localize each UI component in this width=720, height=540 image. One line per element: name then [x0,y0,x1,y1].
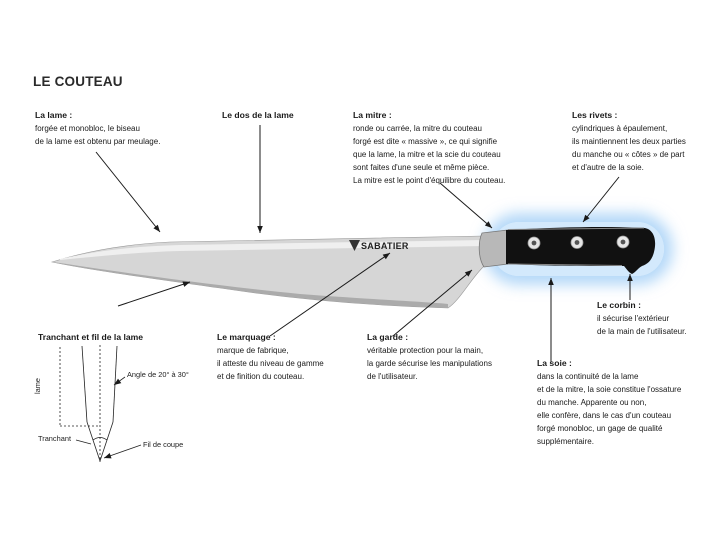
label-line: il sécurise l'extérieur [597,312,687,325]
label-heading: La lame : [35,109,160,122]
mini-fil-label: Fil de coupe [143,440,183,449]
label-heading: Le dos de la lame [222,109,294,122]
label-tranchant-et-fil: Tranchant et fil de la lame [38,331,143,344]
mini-tranchant-label: Tranchant [38,434,71,443]
label-line: cylindriques à épaulement, [572,122,686,135]
label-line: que la lame, la mitre et la scie du cout… [353,148,505,161]
label-la-soie: La soie : dans la continuité de la lame … [537,357,681,448]
bevel-left [87,422,100,461]
label-heading: La soie : [537,357,681,370]
arrow-rivets-head [583,215,590,222]
handle [506,227,655,274]
arrow-dos-head [257,226,263,233]
label-la-mitre: La mitre : ronde ou carrée, la mitre du … [353,109,505,187]
label-line: de la lame est obtenu par meulage. [35,135,160,148]
arrow-lame [96,152,160,232]
label-line: elle confère, dans le cas d'un couteau [537,409,681,422]
label-line: forgé monobloc, un gage de qualité [537,422,681,435]
label-heading: Le marquage : [217,331,324,344]
label-line: ronde ou carrée, la mitre du couteau [353,122,505,135]
blade-flat-left [82,346,87,422]
arrow-rivets [583,177,619,222]
brand-marking: SABATIER [361,241,409,251]
label-line: de la main de l'utilisateur. [597,325,687,338]
label-la-garde: La garde : véritable protection pour la … [367,331,492,383]
label-heading: La mitre : [353,109,505,122]
label-dos-de-la-lame: Le dos de la lame [222,109,294,122]
label-line: marque de fabrique, [217,344,324,357]
label-heading: Tranchant et fil de la lame [38,331,143,344]
arrow-corbin-head [627,274,633,281]
label-la-lame: La lame : forgée et monobloc, le biseau … [35,109,160,148]
label-le-corbin: Le corbin : il sécurise l'extérieur de l… [597,299,687,338]
mini-axis-label: lame [33,378,42,394]
label-line: la garde sécurise les manipulations [367,357,492,370]
mini-angle-label: Angle de 20° à 30° [127,370,189,379]
arrow-tranchant-head [182,282,190,287]
rivet [571,237,583,249]
label-heading: Le corbin : [597,299,687,312]
label-line: supplémentaire. [537,435,681,448]
label-line: et d'autre de la soie. [572,161,686,174]
arrow-soie-head [548,278,554,285]
label-line: forgé est dite « massive », ce qui signi… [353,135,505,148]
arrow-mitre [440,183,492,228]
label-line: de l'utilisateur. [367,370,492,383]
arrow-tranchant [118,282,190,306]
pointer-tranchant [76,440,91,444]
rivet [528,237,540,249]
pointer-fil-head [104,453,112,458]
bolster [479,230,508,267]
label-line: dans la continuité de la lame [537,370,681,383]
label-line: il atteste du niveau de gamme [217,357,324,370]
label-line: forgée et monobloc, le biseau [35,122,160,135]
label-line: véritable protection pour la main, [367,344,492,357]
label-line: du manche ou « côtes » de part [572,148,686,161]
rivet [617,236,629,248]
label-line: ils maintiennent les deux parties [572,135,686,148]
label-line: du manche. Apparente ou non, [537,396,681,409]
label-les-rivets: Les rivets : cylindriques à épaulement, … [572,109,686,174]
label-line: et de la mitre, la soie constitue l'ossa… [537,383,681,396]
label-line: La mitre est le point d'équilibre du cou… [353,174,505,187]
label-heading: La garde : [367,331,492,344]
label-line: sont faites d'une seule et même pièce. [353,161,505,174]
arrow-lame-head [153,225,160,232]
label-le-marquage: Le marquage : marque de fabrique, il att… [217,331,324,383]
label-heading: Les rivets : [572,109,686,122]
page-title: LE COUTEAU [33,74,123,89]
blade-cross-section [60,345,141,462]
label-line: et de finition du couteau. [217,370,324,383]
